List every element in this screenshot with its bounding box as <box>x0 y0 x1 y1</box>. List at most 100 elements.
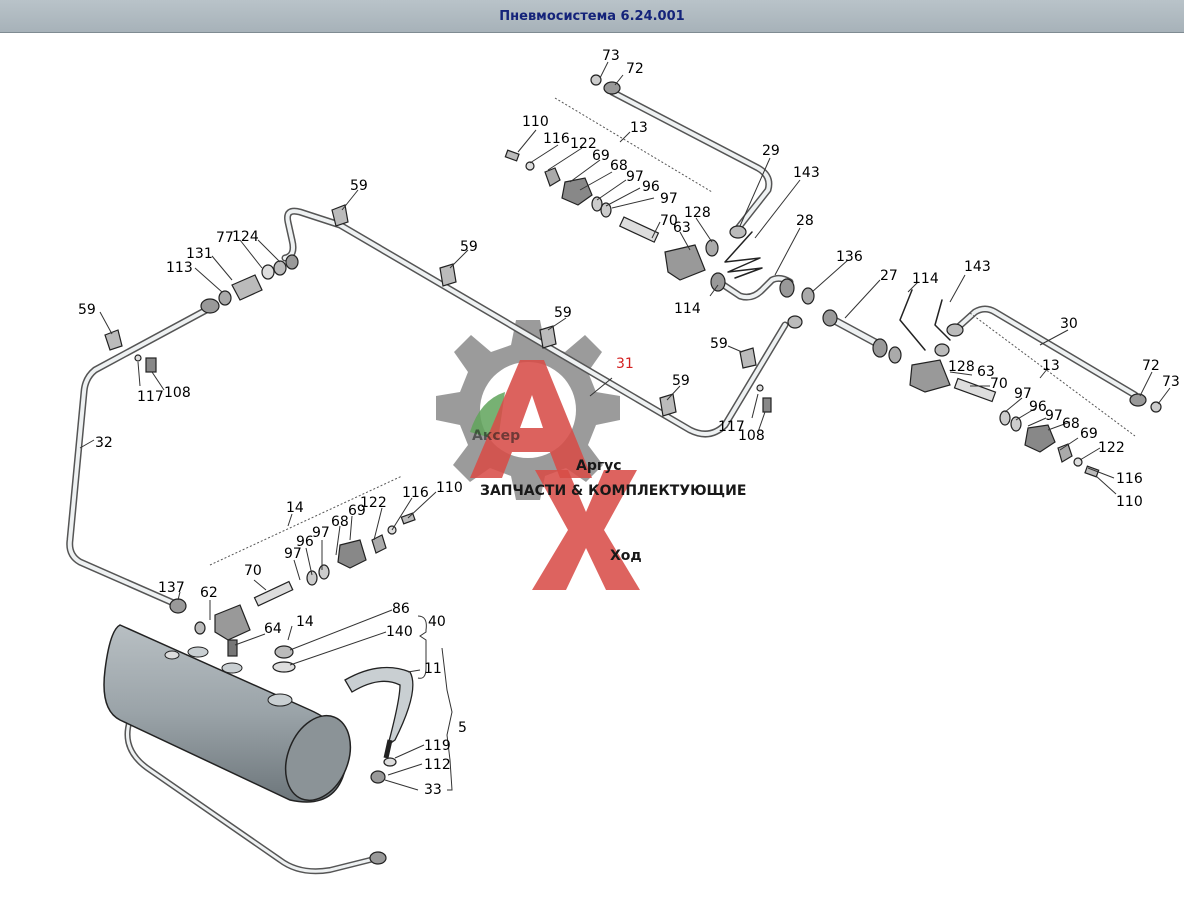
part-label: 62 <box>200 585 218 601</box>
part-label: 14 <box>296 614 314 630</box>
pipe-32 <box>66 304 214 609</box>
part-label: 59 <box>710 336 728 352</box>
window-title: Пневмосистема 6.24.001 <box>499 8 685 24</box>
part-label: 116 <box>543 131 570 147</box>
part-label: 122 <box>1098 440 1125 456</box>
part-label: 117 <box>137 389 164 405</box>
part-label: 108 <box>738 428 765 444</box>
watermark-ghost-text: Аксер <box>472 428 520 444</box>
part-label: 110 <box>436 480 463 496</box>
part-label: 5 <box>458 720 467 736</box>
part-label: 113 <box>166 260 193 276</box>
part-label: 70 <box>660 213 678 229</box>
air-tank <box>103 624 352 803</box>
part-label: 108 <box>164 385 191 401</box>
part-label: 97 <box>1045 408 1063 424</box>
part-label: 11 <box>424 661 442 677</box>
part-label: 124 <box>232 229 259 245</box>
part-label: 140 <box>386 624 413 640</box>
part-label: 97 <box>626 169 644 185</box>
part-label: 110 <box>1116 494 1143 510</box>
watermark-brand-line2: Ход <box>610 548 642 564</box>
part-label: 69 <box>592 148 610 164</box>
part-label: 14 <box>286 500 304 516</box>
assembly-brackets-solid <box>417 615 453 791</box>
part-label: 59 <box>554 305 572 321</box>
part-label: 112 <box>424 757 451 773</box>
strap-11 <box>344 666 414 759</box>
part-label: 70 <box>990 376 1008 392</box>
part-label: 72 <box>626 61 644 77</box>
part-label: 137 <box>158 580 185 596</box>
pipe-27 <box>826 314 884 349</box>
part-label: 69 <box>348 503 366 519</box>
part-label: 110 <box>522 114 549 130</box>
part-label: 13 <box>630 120 648 136</box>
part-label: 97 <box>660 191 678 207</box>
logo-letter-a-shape <box>470 360 592 478</box>
part-label: 59 <box>78 302 96 318</box>
watermark: Аксер Аргус Ход ЗАПЧАСТИ & КОМПЛЕКТУЮЩИЕ <box>436 320 746 590</box>
part-label: 59 <box>672 373 690 389</box>
part-label: 28 <box>796 213 814 229</box>
part-label: 97 <box>1014 386 1032 402</box>
part-label: 30 <box>1060 316 1078 332</box>
part-label: 143 <box>964 259 991 275</box>
part-label: 122 <box>360 495 387 511</box>
part-label: 128 <box>684 205 711 221</box>
part-label: 128 <box>948 359 975 375</box>
part-label: 73 <box>602 48 620 64</box>
part-label: 114 <box>912 271 939 287</box>
pipe-30 <box>951 305 1139 399</box>
part-label: 40 <box>428 614 446 630</box>
fittings <box>104 74 1162 865</box>
part-label: 32 <box>95 435 113 451</box>
part-label: 77 <box>216 230 234 246</box>
part-label: 69 <box>1080 426 1098 442</box>
part-label: 70 <box>244 563 262 579</box>
part-labels: 73 72 13 110 116 122 69 68 97 96 97 70 1… <box>78 48 1180 798</box>
pipes <box>66 88 1139 875</box>
part-label: 72 <box>1142 358 1160 374</box>
part-label: 68 <box>610 158 628 174</box>
part-label: 13 <box>1042 358 1060 374</box>
logo-letter-x-shape <box>532 470 640 590</box>
part-label: 68 <box>331 514 349 530</box>
part-label: 33 <box>424 782 442 798</box>
part-label: 116 <box>402 485 429 501</box>
part-label: 97 <box>312 525 330 541</box>
pipe-28 <box>718 274 794 301</box>
part-label: 136 <box>836 249 863 265</box>
part-label: 27 <box>880 268 898 284</box>
part-label: 96 <box>1029 399 1047 415</box>
part-label: 29 <box>762 143 780 159</box>
part-label: 116 <box>1116 471 1143 487</box>
part-label: 131 <box>186 246 213 262</box>
part-label: 63 <box>673 220 691 236</box>
part-label: 114 <box>674 301 701 317</box>
part-label: 117 <box>718 419 745 435</box>
part-label: 64 <box>264 621 282 637</box>
part-label: 68 <box>1062 416 1080 432</box>
part-label-highlighted: 31 <box>616 356 634 372</box>
pipe-29 <box>608 88 773 236</box>
part-label: 59 <box>460 239 478 255</box>
watermark-brand-line1: Аргус <box>576 458 622 474</box>
leader-lines <box>79 61 1171 791</box>
part-label: 119 <box>424 738 451 754</box>
assembly-brackets <box>209 97 1136 566</box>
part-label: 96 <box>296 534 314 550</box>
part-label: 86 <box>392 601 410 617</box>
part-label: 122 <box>570 136 597 152</box>
part-label: 63 <box>977 364 995 380</box>
spring-143-left <box>724 231 763 279</box>
watermark-tagline: ЗАПЧАСТИ & КОМПЛЕКТУЮЩИЕ <box>480 483 746 499</box>
part-label: 59 <box>350 178 368 194</box>
window-titlebar: Пневмосистема 6.24.001 <box>0 0 1184 33</box>
part-label: 96 <box>642 179 660 195</box>
part-label: 97 <box>284 546 302 562</box>
part-label: 143 <box>793 165 820 181</box>
wire-114-right <box>899 289 951 351</box>
pneumatic-system-diagram: Аксер Аргус Ход ЗАПЧАСТИ & КОМПЛЕКТУЮЩИЕ <box>66 48 1180 875</box>
diagram-canvas: Аксер Аргус Ход ЗАПЧАСТИ & КОМПЛЕКТУЮЩИЕ <box>0 33 1184 895</box>
